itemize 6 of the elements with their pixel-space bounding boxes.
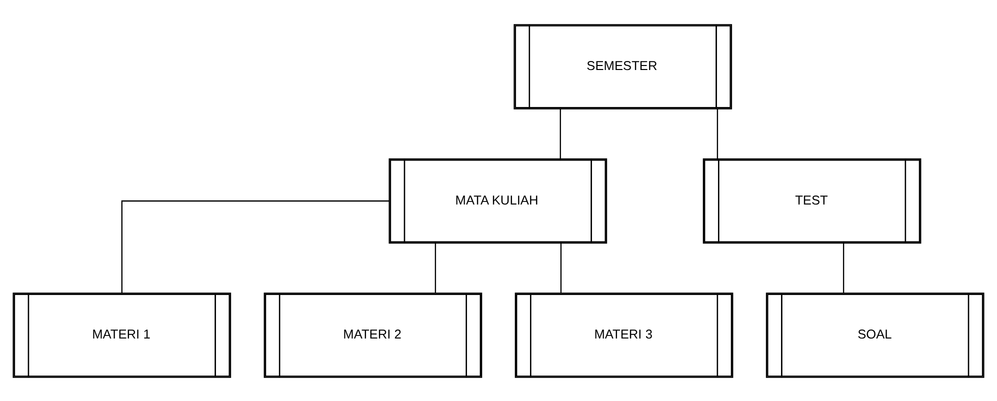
connector (842, 242, 844, 292)
connector (560, 108, 561, 158)
connector (716, 108, 718, 158)
connector (434, 242, 436, 292)
connector (560, 242, 562, 292)
connector (121, 200, 390, 293)
